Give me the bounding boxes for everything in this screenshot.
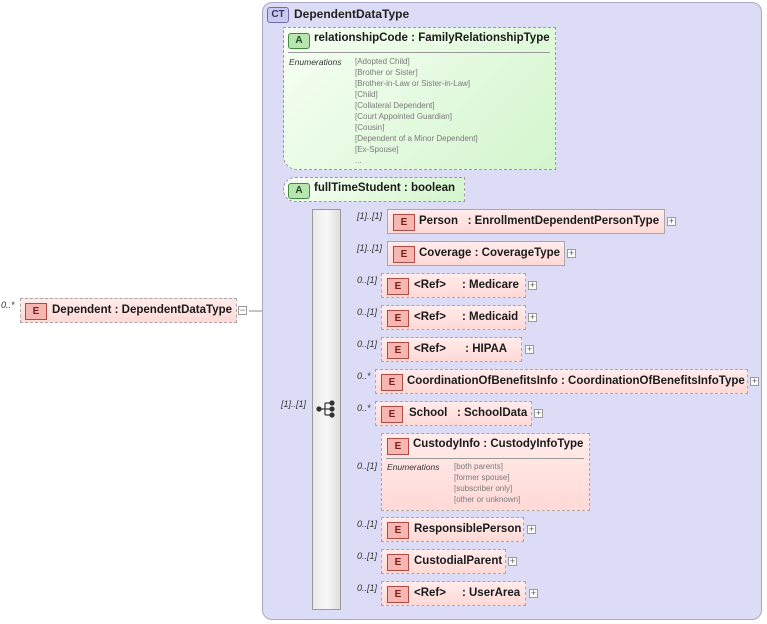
expand-toggle[interactable]: + [534, 408, 543, 418]
complex-type-title: DependentDataType [294, 7, 410, 21]
element-name: Person : EnrollmentDependentPersonType [419, 215, 660, 227]
expand-toggle[interactable]: + [750, 376, 759, 386]
element-badge: E [381, 406, 403, 423]
element-badge: E [387, 438, 409, 455]
enum-value: [Brother or Sister] [355, 68, 418, 77]
element-custody-info[interactable]: E CustodyInfo : CustodyInfoType Enumerat… [381, 433, 590, 511]
element-badge: E [387, 522, 409, 539]
enum-value: [other or unknown] [454, 495, 521, 504]
root-cardinality: 0..* [1, 300, 15, 310]
root-element-dependent[interactable]: E Dependent : DependentDataType [20, 298, 237, 323]
element-person[interactable]: E Person : EnrollmentDependentPersonType [387, 209, 665, 234]
element-responsible-person[interactable]: E ResponsiblePerson [381, 517, 524, 542]
enum-value: [subscriber only] [454, 484, 513, 493]
sequence-icon [316, 400, 335, 418]
element-name: <Ref> : Medicaid [414, 311, 519, 323]
expand-toggle[interactable]: + [525, 344, 534, 354]
cardinality: 0..[1] [357, 307, 378, 317]
enum-value: [Dependent of a Minor Dependent] [355, 134, 478, 143]
attribute-name: fullTimeStudent : boolean [314, 182, 456, 194]
cardinality: 0..[1] [357, 519, 378, 529]
element-badge: E [25, 303, 47, 320]
element-ref-medicare[interactable]: E <Ref> : Medicare [381, 273, 526, 298]
cardinality: 0..[1] [357, 583, 378, 593]
enum-value: [both parents] [454, 462, 503, 471]
element-ref-hipaa[interactable]: E <Ref> : HIPAA [381, 337, 522, 362]
element-name: <Ref> : Medicare [414, 279, 519, 291]
enum-value: ... [355, 156, 362, 165]
enumerations-label: Enumerations [289, 57, 342, 67]
expand-toggle[interactable]: + [528, 280, 537, 290]
complex-type-badge: CT [267, 7, 289, 23]
divider [386, 458, 584, 459]
cardinality: 0..* [357, 371, 371, 381]
cardinality: 0..[1] [357, 461, 378, 471]
element-badge: E [387, 554, 409, 571]
enum-value: [Brother-in-Law or Sister-in-Law] [355, 79, 471, 88]
element-name: CoordinationOfBenefitsInfo : Coordinatio… [407, 375, 745, 387]
enum-value: [Court Appointed Guardian] [355, 112, 452, 121]
enum-value: [Child] [355, 90, 378, 99]
attribute-relationship-code[interactable]: A relationshipCode : FamilyRelationshipT… [283, 27, 556, 170]
element-badge: E [387, 586, 409, 603]
cardinality: 0..* [357, 403, 371, 413]
element-name: School : SchoolData [409, 407, 528, 419]
element-name: CustodialParent [414, 555, 503, 567]
element-badge: E [393, 246, 415, 263]
element-name: <Ref> : HIPAA [414, 343, 508, 355]
element-name: Dependent : DependentDataType [52, 304, 233, 316]
enumeration-list: [both parents] [former spouse] [subscrib… [454, 461, 520, 505]
expand-toggle[interactable]: + [567, 248, 576, 258]
element-ref-user-area[interactable]: E <Ref> : UserArea [381, 581, 526, 606]
attribute-name: relationshipCode : FamilyRelationshipTyp… [314, 32, 550, 44]
attribute-full-time-student[interactable]: A fullTimeStudent : boolean [283, 177, 465, 202]
attribute-badge: A [288, 183, 310, 199]
expand-toggle[interactable]: + [528, 312, 537, 322]
enum-value: [Adopted Child] [355, 57, 410, 66]
collapse-toggle[interactable]: − [238, 305, 247, 315]
enumeration-list: [Adopted Child] [Brother or Sister] [Bro… [355, 56, 478, 166]
expand-toggle[interactable]: + [527, 524, 536, 534]
element-badge: E [393, 214, 415, 231]
enum-value: [Collateral Dependent] [355, 101, 435, 110]
enumerations-label: Enumerations [387, 462, 440, 472]
enum-value: [former spouse] [454, 473, 510, 482]
element-name: Coverage : CoverageType [419, 247, 561, 259]
element-ref-medicaid[interactable]: E <Ref> : Medicaid [381, 305, 526, 330]
cardinality: [1]..[1] [357, 243, 383, 253]
element-coordination-of-benefits-info[interactable]: E CoordinationOfBenefitsInfo : Coordinat… [375, 369, 748, 394]
element-custodial-parent[interactable]: E CustodialParent [381, 549, 506, 574]
divider [288, 52, 550, 53]
element-school[interactable]: E School : SchoolData [375, 401, 532, 426]
attribute-badge: A [288, 33, 310, 49]
element-coverage[interactable]: E Coverage : CoverageType [387, 241, 565, 266]
element-name: <Ref> : UserArea [414, 587, 521, 599]
element-badge: E [387, 342, 409, 359]
expand-toggle[interactable]: + [508, 556, 517, 566]
cardinality: 0..[1] [357, 551, 378, 561]
cardinality: 0..[1] [357, 339, 378, 349]
expand-toggle[interactable]: + [667, 216, 676, 226]
sequence-cardinality: [1]..[1] [281, 399, 307, 409]
cardinality: [1]..[1] [357, 211, 383, 221]
element-badge: E [381, 374, 403, 391]
element-badge: E [387, 278, 409, 295]
expand-toggle[interactable]: + [529, 588, 538, 598]
enum-value: [Ex-Spouse] [355, 145, 399, 154]
element-badge: E [387, 310, 409, 327]
enum-value: [Cousin] [355, 123, 385, 132]
cardinality: 0..[1] [357, 275, 378, 285]
element-name: CustodyInfo : CustodyInfoType [413, 438, 584, 450]
element-name: ResponsiblePerson [414, 523, 522, 535]
